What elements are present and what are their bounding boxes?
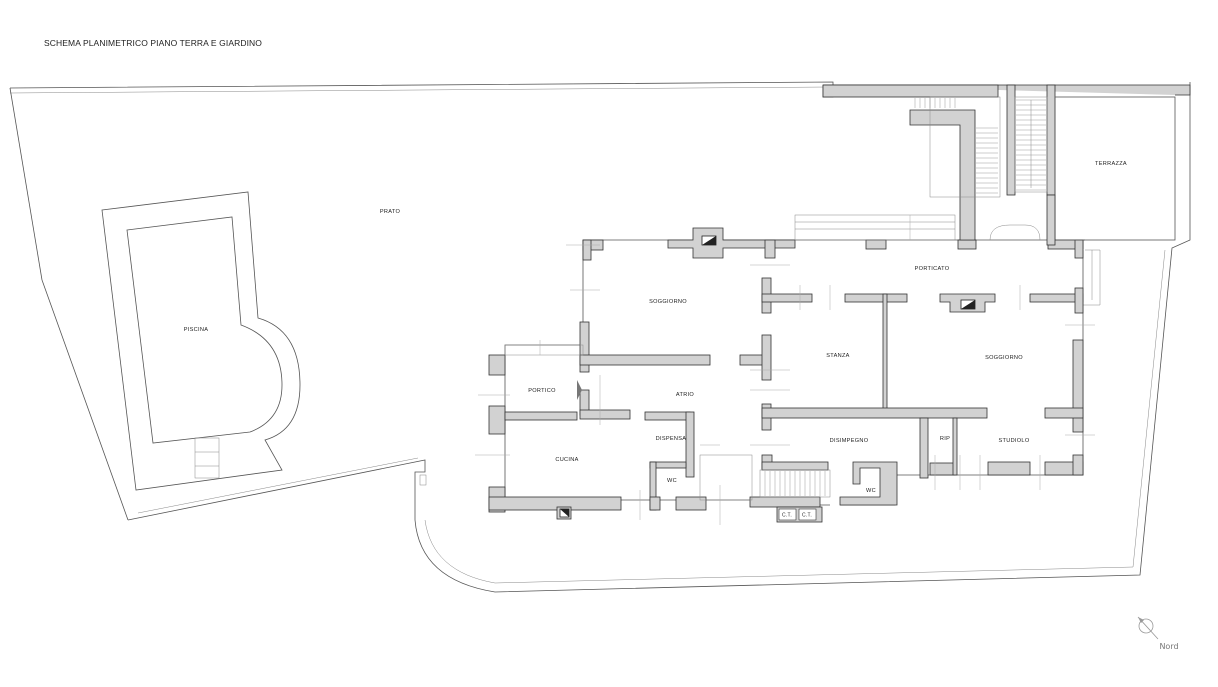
walls	[488, 227, 1084, 523]
label-piscina: PISCINA	[184, 327, 208, 333]
label-porticato: PORTICATO	[915, 266, 950, 272]
label-ct-2: C.T.	[802, 513, 812, 519]
label-stanza: STANZA	[826, 353, 849, 359]
label-prato: PRATO	[380, 209, 401, 215]
label-atrio: ATRIO	[676, 392, 695, 398]
label-ct-1: C.T.	[782, 513, 792, 519]
label-wc-2: WC	[866, 488, 876, 494]
plan-title: SCHEMA PLANIMETRICO PIANO TERRA E GIARDI…	[44, 38, 262, 48]
label-soggiorno-1: SOGGIORNO	[649, 299, 687, 305]
construction-lines	[475, 215, 1095, 525]
label-wc-1: WC	[667, 478, 677, 484]
label-studiolo: STUDIOLO	[999, 438, 1030, 444]
compass-icon	[1138, 618, 1154, 634]
north-label: Nord	[1159, 642, 1178, 651]
flue-markers	[559, 235, 976, 518]
label-rip: RIP	[940, 436, 950, 442]
north-arrow: Nord	[1137, 616, 1179, 651]
label-cucina: CUCINA	[555, 457, 578, 463]
stair-treads	[764, 98, 1046, 496]
stairs-terrace	[504, 84, 1191, 501]
label-dispensa: DISPENSA	[656, 436, 687, 442]
label-terrazza: TERRAZZA	[1095, 161, 1127, 167]
label-disimpegno: DISIMPEGNO	[830, 438, 869, 444]
pool	[101, 191, 301, 491]
label-portico: PORTICO	[528, 388, 556, 394]
label-soggiorno-2: SOGGIORNO	[985, 355, 1023, 361]
room-labels: PRATO PISCINA SOGGIORNO PORTICATO TERRAZ…	[184, 161, 1127, 521]
